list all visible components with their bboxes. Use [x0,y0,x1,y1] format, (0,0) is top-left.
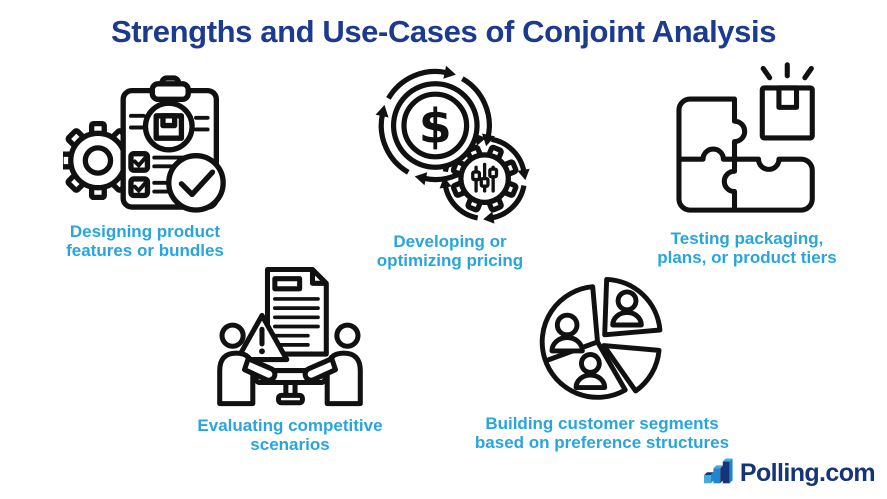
puzzle-pieces [676,96,815,213]
clipboard-checklist-gear-icon [62,71,228,217]
person-icons [549,289,644,391]
customer-segments-pie-icon [526,266,678,409]
puzzle-package-icon [666,62,828,224]
settings-gear [450,144,519,213]
gear-shape [62,120,137,201]
pie-slice-right [601,343,662,394]
page-title: Strengths and Use-Cases of Conjoint Anal… [110,14,777,49]
item-caption: Testing packaging,plans, or product tier… [657,229,837,268]
dollar-circle: $ [390,81,480,170]
pricing-cycle-icon: $ [367,61,533,227]
use-case-item-optimizing-pricing: $ [335,61,565,271]
check-circle [165,152,226,213]
sliders [471,162,499,193]
use-case-item-testing-packaging: Testing packaging,plans, or product tier… [627,62,867,268]
dollar-sign: $ [419,100,452,155]
bar-chart-logo-icon [703,456,734,490]
logo-text: Polling.com [739,458,876,487]
negotiation-warning-icon [205,264,375,411]
polling-logo: Polling.com [703,456,876,490]
clipboard-content [127,100,210,199]
package-box [759,62,815,141]
warning-triangle [234,312,290,363]
people-at-table [217,322,363,407]
